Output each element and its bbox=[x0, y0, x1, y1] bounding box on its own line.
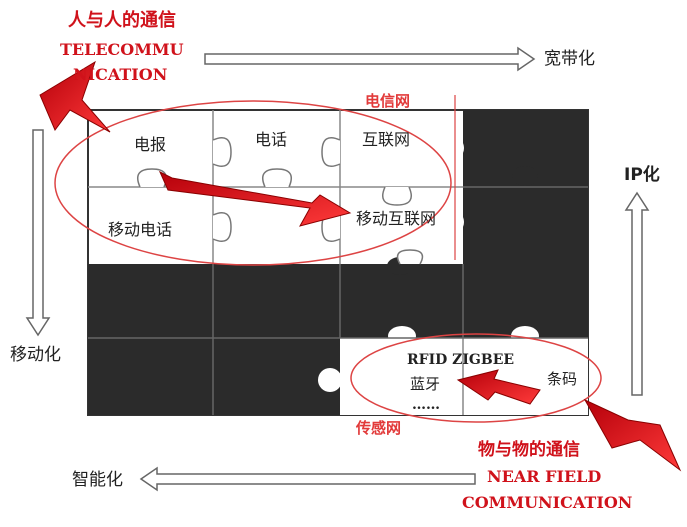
label-telecom-network: 电信网 bbox=[365, 92, 410, 110]
arrow-intelligent bbox=[139, 466, 476, 492]
red-arrow-nfc bbox=[583, 398, 682, 472]
red-arrow-telegraph-to-mobile bbox=[158, 170, 352, 227]
arrow-broadband bbox=[204, 46, 536, 72]
label-broadband: 宽带化 bbox=[544, 49, 595, 69]
label-thing-communication: 物与物的通信 bbox=[478, 439, 580, 460]
label-human-communication: 人与人的通信 bbox=[68, 9, 176, 31]
piece-barcode: 条码 bbox=[547, 370, 577, 388]
piece-rfid-zigbee: RFID ZIGBEE bbox=[407, 352, 514, 368]
label-intelligent: 智能化 bbox=[72, 470, 123, 490]
piece-mobile-internet: 移动互联网 bbox=[356, 209, 436, 228]
piece-internet: 互联网 bbox=[362, 130, 410, 149]
puzzle-board bbox=[87, 109, 589, 416]
label-sensor-network: 传感网 bbox=[355, 419, 401, 437]
telecom-ellipse bbox=[54, 100, 452, 266]
label-telecom-en-1: TELECOMMU bbox=[60, 40, 184, 59]
dark-piece-bottomleft bbox=[88, 338, 340, 415]
label-nfc-en-1: NEAR FIELD bbox=[487, 467, 601, 486]
label-ip: IP化 bbox=[624, 164, 660, 185]
puzzle-tabs bbox=[137, 137, 424, 265]
red-arrow-telecom bbox=[39, 60, 111, 133]
white-knobs bbox=[318, 136, 539, 392]
label-telecom-en-2: NICATION bbox=[73, 65, 167, 84]
piece-bluetooth: 蓝牙 bbox=[410, 375, 440, 393]
grid-lines-dark bbox=[88, 186, 588, 415]
piece-ellipsis: …… bbox=[412, 397, 440, 413]
piece-telegraph: 电报 bbox=[134, 135, 166, 154]
label-mobile: 移动化 bbox=[10, 345, 61, 365]
arrow-ip bbox=[624, 191, 650, 396]
sensor-area bbox=[340, 338, 588, 415]
dark-pieces bbox=[88, 110, 588, 415]
label-nfc-en-2: COMMUNICATION bbox=[462, 493, 632, 512]
dark-piece-row3 bbox=[88, 264, 588, 338]
red-arrow-barcode-to-bluetooth bbox=[456, 369, 541, 405]
piece-telephone: 电话 bbox=[255, 130, 287, 149]
arrow-mobile bbox=[25, 129, 51, 337]
piece-mobile-phone: 移动电话 bbox=[108, 220, 172, 239]
sensor-ellipse bbox=[350, 333, 602, 423]
